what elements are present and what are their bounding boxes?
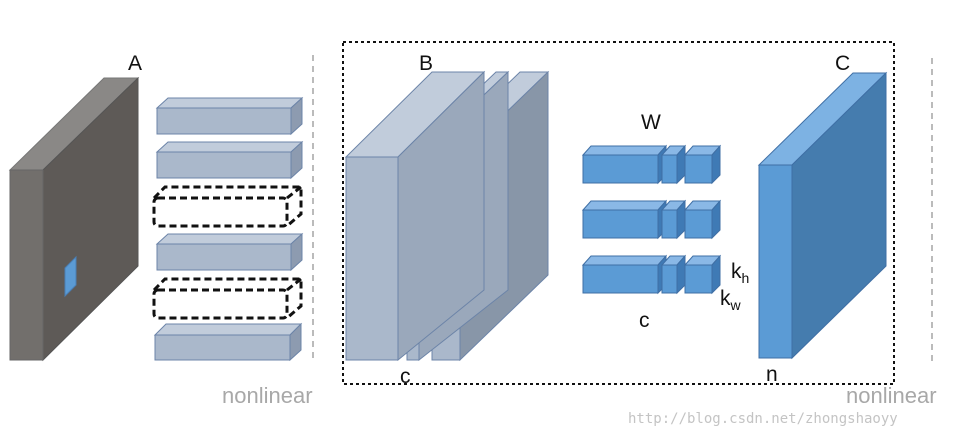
slab [153,322,303,362]
label-nonlinear-left: nonlinear [222,383,313,408]
kernel-row [581,199,722,240]
label-kh-k: k [731,260,742,283]
label-kw: kw [720,287,742,313]
label-c-input-channels: c [400,365,411,388]
kernel-row [581,144,722,185]
watermark-url: http://blog.csdn.net/zhongshaoyy [628,411,898,427]
slab-dashed [152,277,303,320]
block-a-front [9,169,44,361]
label-kh-sub: h [742,270,750,286]
label-c-kernel-channels: c [639,309,650,332]
label-c-output: C [835,52,850,75]
slab [155,96,304,136]
label-w: W [641,111,661,134]
label-nonlinear-right: nonlinear [846,383,937,408]
label-a: A [128,52,142,75]
slab [155,232,304,272]
label-kw-k: k [720,287,731,310]
kernel-row [581,254,722,295]
block-b [344,70,550,362]
block-a-patch [64,255,77,298]
kernel-stack [581,144,722,295]
slab-dashed [152,185,303,228]
label-n: n [766,363,778,386]
dotted-region-box [342,41,895,385]
slab [155,140,304,180]
block-a [8,76,140,362]
label-kh: kh [731,260,749,286]
label-kw-sub: w [730,297,742,313]
label-b: B [419,52,433,75]
block-c [757,71,888,360]
slab-stack [152,96,304,362]
block-c-front [758,164,793,359]
